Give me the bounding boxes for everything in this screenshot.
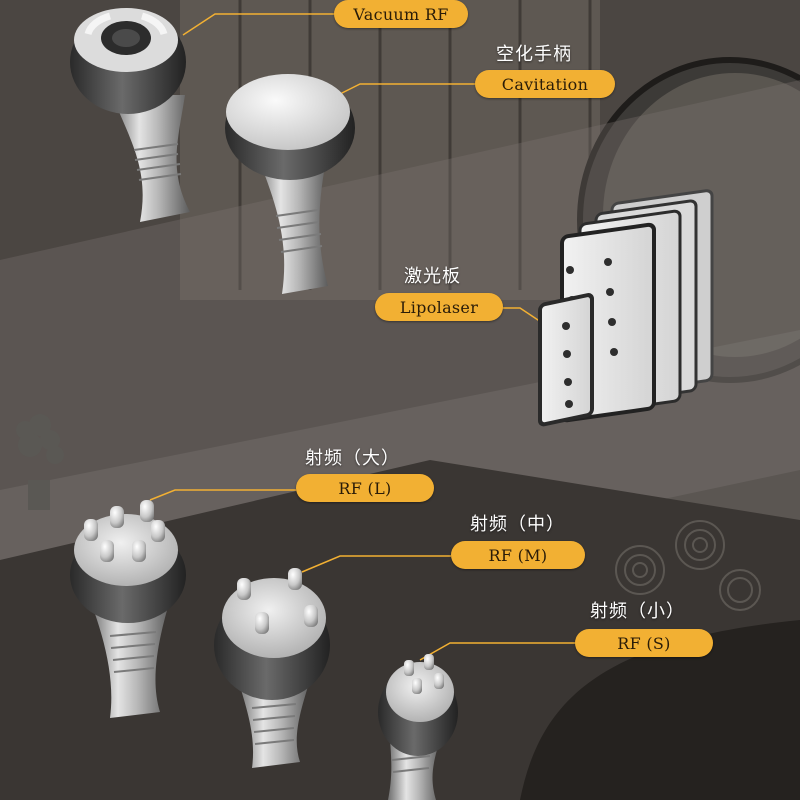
vacuum-rf-label: Vacuum RF [334, 0, 468, 28]
rf-large-label: RF (L) [296, 474, 434, 502]
cavitation-cn-label: 空化手柄 [496, 44, 572, 65]
cavitation-label: Cavitation [475, 70, 615, 98]
lipolaser-cn-label: 激光板 [404, 266, 461, 287]
rf-medium-cn-label: 射频（中） [470, 514, 565, 535]
rf-large-cn-label: 射频（大） [305, 448, 400, 469]
rf-small-label: RF (S) [575, 629, 713, 657]
lipolaser-label: Lipolaser [375, 293, 503, 321]
rf-small-cn-label: 射频（小） [590, 601, 685, 622]
rf-medium-label: RF (M) [451, 541, 585, 569]
